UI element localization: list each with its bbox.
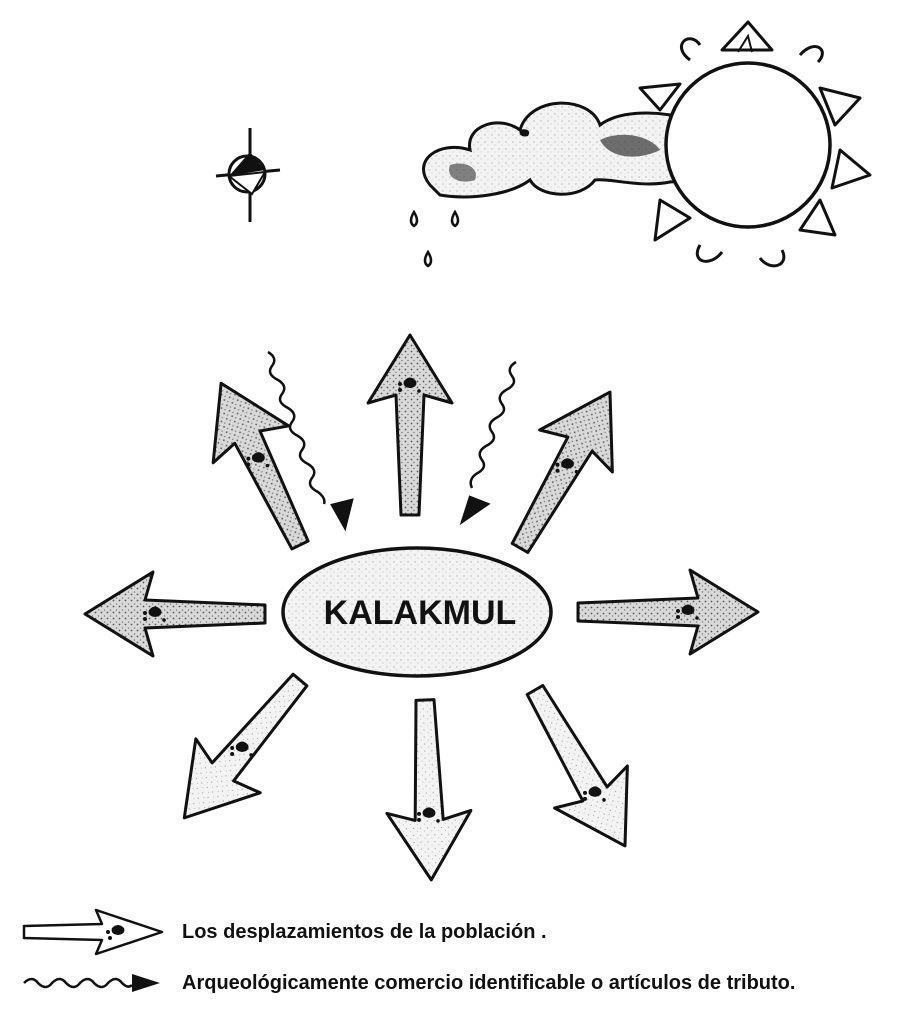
- trade-arrow-right: [469, 360, 517, 489]
- trade-arrows: [267, 350, 517, 532]
- legend-wavy-arrow-icon: [23, 974, 160, 992]
- trade-arrow-left: [267, 350, 326, 505]
- legend-item-trade: Arqueológicamente comercio identificable…: [20, 968, 795, 998]
- compass-icon: [215, 128, 281, 222]
- sun-icon: [638, 20, 872, 268]
- legend-arrow-icon: [22, 908, 164, 956]
- rain-cloud-icon: [409, 101, 714, 268]
- arrow-west: [83, 570, 267, 658]
- arrow-north: [366, 333, 454, 517]
- kalakmul-node: KALAKMUL: [281, 546, 553, 678]
- legend-label-population: Los desplazamientos de la población .: [182, 920, 547, 943]
- arrow-south-east: [497, 667, 663, 869]
- center-label: KALAKMUL: [324, 594, 517, 632]
- legend-label-trade: Arqueológicamente comercio identificable…: [182, 971, 796, 994]
- arrow-east: [576, 568, 760, 656]
- legend-item-population: Los desplazamientos de la población .: [20, 908, 547, 956]
- arrow-north-west: [181, 363, 340, 565]
- arrow-south: [381, 697, 475, 883]
- arrow-north-east: [482, 369, 648, 571]
- arrow-south-west: [150, 651, 334, 847]
